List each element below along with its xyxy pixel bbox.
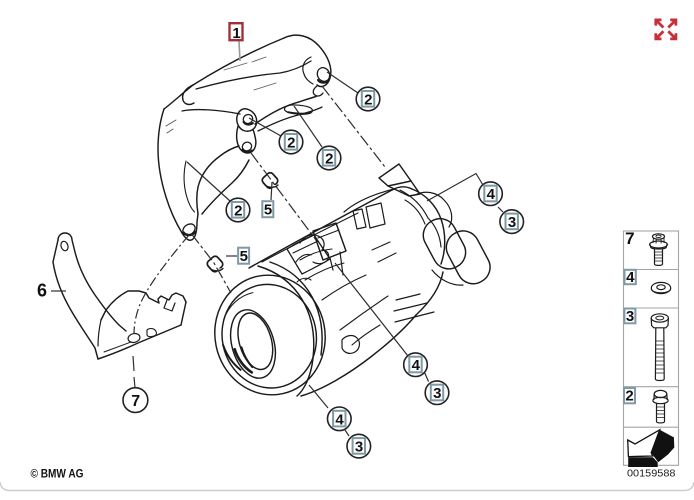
svg-text:4: 4 xyxy=(412,357,421,374)
svg-text:3: 3 xyxy=(433,385,441,402)
svg-text:2: 2 xyxy=(625,388,633,405)
svg-text:3: 3 xyxy=(355,439,363,456)
svg-text:5: 5 xyxy=(240,248,248,265)
svg-text:4: 4 xyxy=(487,186,496,203)
svg-text:6: 6 xyxy=(37,281,47,301)
svg-text:00159588: 00159588 xyxy=(627,469,676,480)
svg-text:4: 4 xyxy=(335,411,344,428)
svg-text:3: 3 xyxy=(508,214,516,231)
svg-text:3: 3 xyxy=(626,308,634,325)
svg-text:4: 4 xyxy=(626,269,635,286)
svg-text:7: 7 xyxy=(625,229,634,248)
svg-text:2: 2 xyxy=(364,92,372,109)
svg-text:5: 5 xyxy=(264,202,272,219)
svg-text:2: 2 xyxy=(287,135,295,152)
svg-text:2: 2 xyxy=(325,151,333,168)
svg-text:2: 2 xyxy=(234,203,242,220)
svg-text:© BMW AG: © BMW AG xyxy=(31,467,84,481)
svg-text:1: 1 xyxy=(232,25,240,42)
svg-text:7: 7 xyxy=(131,393,140,410)
